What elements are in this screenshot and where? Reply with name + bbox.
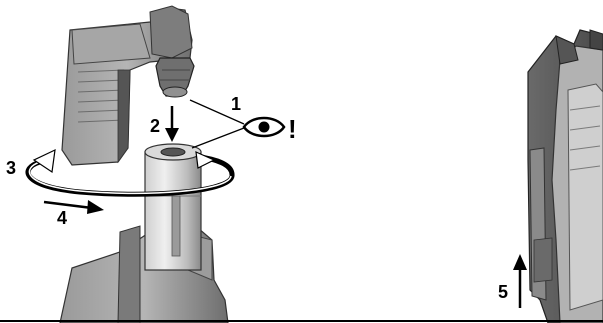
step-label-2: 2 — [150, 116, 160, 136]
motor-head-unit — [61, 5, 195, 166]
rotation-arrow — [25, 148, 235, 197]
step-label-1: 1 — [231, 94, 241, 114]
down-arrow — [165, 106, 179, 142]
assembled-unit — [527, 29, 603, 323]
container-unit — [59, 143, 229, 323]
callout-lines — [189, 99, 245, 149]
up-arrow — [513, 254, 527, 308]
warning-mark: ! — [288, 114, 297, 144]
step-label-5: 5 — [498, 282, 508, 302]
eye-icon — [242, 116, 286, 138]
right-arrow — [43, 200, 104, 214]
step-label-4: 4 — [57, 208, 67, 228]
step-label-3: 3 — [6, 158, 16, 178]
